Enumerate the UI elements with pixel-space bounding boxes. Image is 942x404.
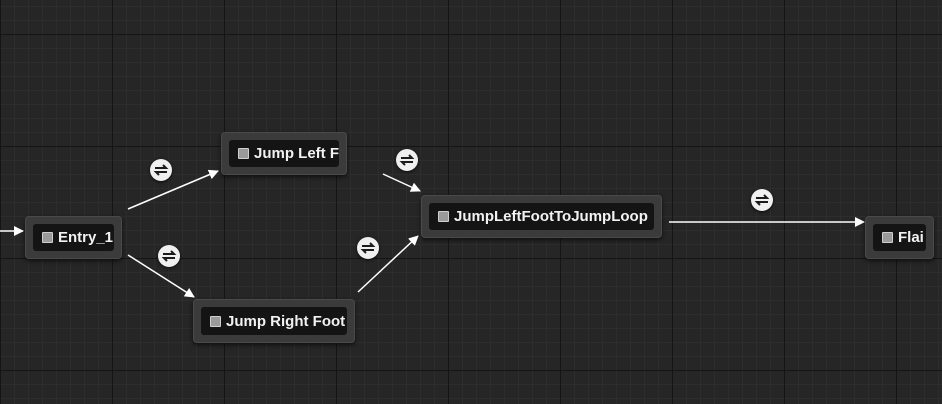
state-node-body: Entry_1: [33, 224, 114, 251]
wire-jump-right-to-loop: [357, 235, 419, 293]
state-node-body: Jump Right Foot: [201, 307, 347, 335]
state-node-body: JumpLeftFootToJumpLoop: [429, 203, 654, 230]
transition-arrows-icon: [754, 194, 770, 206]
state-icon: [438, 211, 449, 222]
transition-icon[interactable]: [357, 237, 379, 259]
state-icon: [238, 148, 249, 159]
state-node-body: Jump Left Foot: [229, 140, 339, 167]
transition-icon[interactable]: [396, 149, 418, 171]
state-node-jump-loop[interactable]: JumpLeftFootToJumpLoop: [421, 195, 662, 238]
state-icon: [882, 232, 893, 243]
transition-arrows-icon: [399, 154, 415, 166]
state-node-label: Jump Left Foot: [254, 145, 339, 162]
transition-arrows-icon: [360, 242, 376, 254]
transition-icon[interactable]: [150, 159, 172, 181]
wire-jump-left-to-loop: [382, 173, 421, 192]
transition-icon[interactable]: [158, 245, 180, 267]
state-node-label: Entry_1: [58, 229, 114, 246]
state-node-falling[interactable]: Flai: [865, 216, 934, 259]
state-node-jump-right-foot[interactable]: Jump Right Foot: [193, 299, 355, 343]
transition-arrows-icon: [161, 250, 177, 262]
state-node-label: Jump Right Foot: [226, 312, 346, 330]
transition-icon[interactable]: [751, 189, 773, 211]
transition-arrows-icon: [153, 164, 169, 176]
state-node-body: Flai: [873, 224, 926, 251]
wire-entry-to-jump-left: [127, 169, 219, 210]
state-icon: [210, 315, 221, 327]
state-node-entry[interactable]: Entry_1: [25, 216, 122, 259]
state-node-jump-left-foot[interactable]: Jump Left Foot: [221, 132, 347, 175]
state-icon: [42, 232, 53, 243]
wire-entry-to-jump-right: [127, 254, 195, 298]
state-node-label: JumpLeftFootToJumpLoop: [454, 208, 648, 225]
state-node-label: Flai: [898, 229, 924, 246]
